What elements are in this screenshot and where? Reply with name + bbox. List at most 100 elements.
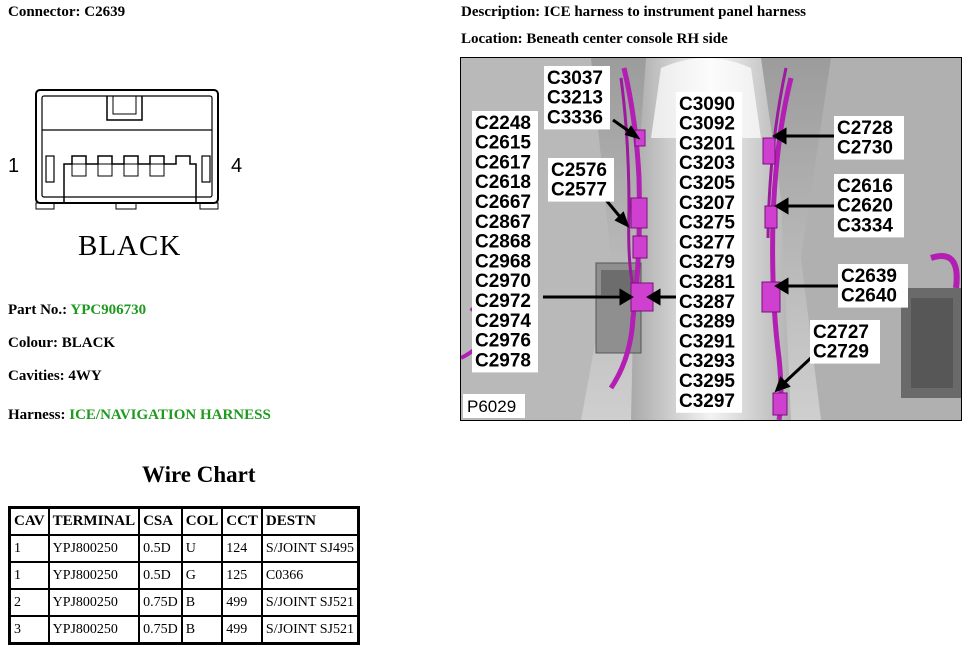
cell-csa: 0.75D: [138, 615, 183, 645]
wire-chart-table: CAV TERMINAL CSA COL CCT DESTN 1 YPJ8002…: [8, 506, 360, 645]
pin-1-label: 1: [8, 155, 19, 177]
description-label: Description:: [461, 4, 541, 20]
label-group-left: C2248C2615C2617C2618C2667C2867C2868C2968…: [472, 111, 538, 373]
cell-destn: C0366: [260, 561, 360, 590]
cell-destn: S/JOINT SJ495: [260, 534, 360, 563]
connector-code-label: C2968: [475, 251, 531, 272]
connector-code-label: C3092: [679, 114, 735, 135]
label-background: [548, 158, 614, 202]
cell-csa: 0.75D: [138, 588, 183, 617]
connector-code-label: C3277: [679, 232, 735, 253]
cell-terminal: YPJ800250: [47, 534, 141, 563]
connector-code-label: C2640: [841, 286, 897, 307]
label-background: [472, 111, 538, 373]
connector-code-label: C2615: [475, 133, 531, 154]
connector-code-label: C3281: [679, 272, 735, 293]
table-header-row: CAV TERMINAL CSA COL CCT DESTN: [8, 506, 360, 536]
harness-row: Harness: ICE/NAVIGATION HARNESS: [8, 407, 271, 424]
cell-cct: 124: [221, 534, 263, 563]
connector-code-label: C2620: [837, 196, 893, 217]
connector-code-label: C3203: [679, 153, 735, 174]
label-background: [834, 174, 904, 238]
photo-reference-label: P6029: [467, 397, 516, 416]
connector-code-label: C2617: [475, 152, 531, 173]
header-destn: DESTN: [260, 506, 360, 536]
connector-code-label: C2616: [837, 176, 893, 197]
connector-code-label: C3201: [679, 133, 735, 154]
cell-csa: 0.5D: [138, 534, 183, 563]
connector-code-label: C2974: [475, 311, 531, 332]
connector-code-label: C2639: [841, 266, 897, 287]
connector-code-label: C3275: [679, 213, 735, 234]
connector-code-label: C2730: [837, 138, 893, 159]
header-csa: CSA: [138, 506, 183, 536]
table-row: 1 YPJ800250 0.5D G 125 C0366: [8, 561, 360, 590]
connector-code-label: C2976: [475, 331, 531, 352]
cell-destn: S/JOINT SJ521: [260, 588, 360, 617]
connector-code-label: C3289: [679, 312, 735, 333]
colour-label: Colour:: [8, 335, 58, 351]
part-number: Part No.: YPC906730: [8, 302, 146, 319]
header-cav: CAV: [8, 506, 50, 536]
connector-code-label: C3090: [679, 94, 735, 115]
connector-code-label: C2248: [475, 113, 531, 134]
cavities-row: Cavities: 4WY: [8, 368, 102, 385]
connector-value: C2639: [84, 4, 126, 20]
cavities-label: Cavities:: [8, 368, 65, 384]
location-row: Location: Beneath center console RH side: [461, 31, 728, 48]
connector-code-label: C2618: [475, 172, 531, 193]
connector-code-label: C3279: [679, 252, 735, 273]
pin-4-label: 4: [231, 155, 242, 177]
connector-title: Connector: C2639: [8, 4, 125, 21]
table-row: 1 YPJ800250 0.5D U 124 S/JOINT SJ495: [8, 534, 360, 563]
connector-code-label: C2970: [475, 271, 531, 292]
connector-code-label: C2978: [475, 350, 531, 371]
label-background: [810, 320, 880, 364]
table-row: 2 YPJ800250 0.75D B 499 S/JOINT SJ521: [8, 588, 360, 617]
connector-code-label: C3037: [547, 68, 603, 89]
location-value: Beneath center console RH side: [526, 31, 728, 47]
cell-cav: 2: [8, 588, 50, 617]
connector-code-label: C3293: [679, 351, 735, 372]
cell-col: U: [180, 534, 224, 563]
cell-cct: 499: [221, 588, 263, 617]
cell-cct: 499: [221, 615, 263, 645]
connector-code-label: C2577: [551, 180, 607, 201]
cell-cav: 3: [8, 615, 50, 645]
connector-code-label: C3334: [837, 215, 893, 236]
diagram-colour-label: BLACK: [78, 230, 181, 262]
cell-cav: 1: [8, 534, 50, 563]
connector-code-label: C3297: [679, 391, 735, 412]
location-label: Location:: [461, 31, 523, 47]
connector-face-diagram: 1 4 BLACK: [8, 89, 242, 262]
label-background: [676, 92, 742, 413]
connector-code-label: C2728: [837, 118, 893, 139]
cell-cav: 1: [8, 561, 50, 590]
cell-terminal: YPJ800250: [47, 588, 141, 617]
connector-label: Connector:: [8, 4, 81, 20]
connector-code-label: C2867: [475, 212, 531, 233]
connector-code-label: C2727: [813, 322, 869, 343]
label-group-center: C3090C3092C3201C3203C3205C3207C3275C3277…: [676, 92, 742, 413]
harness-value: ICE/NAVIGATION HARNESS: [69, 407, 271, 423]
connector-code-label: C3291: [679, 331, 735, 352]
connector-code-label: C3207: [679, 193, 735, 214]
connector-code-label: C2972: [475, 291, 531, 312]
colour-value: BLACK: [61, 335, 116, 351]
connector-code-label: C3287: [679, 292, 735, 313]
harness-label: Harness:: [8, 407, 66, 423]
label-background: [544, 66, 610, 130]
connector-code-label: C3205: [679, 173, 735, 194]
cell-csa: 0.5D: [138, 561, 183, 590]
header-col: COL: [180, 506, 224, 536]
header-terminal: TERMINAL: [47, 506, 141, 536]
label-background: [834, 116, 904, 160]
part-label: Part No.:: [8, 302, 68, 318]
cell-col: B: [180, 588, 224, 617]
